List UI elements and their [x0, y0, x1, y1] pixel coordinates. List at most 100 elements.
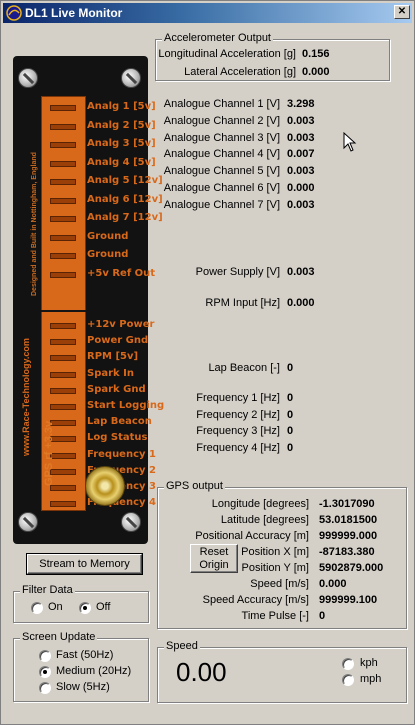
speed-legend: Speed — [164, 640, 200, 652]
analogue-channel-label: Analogue Channel 3 [V] — [163, 131, 280, 144]
update-slow-radio[interactable] — [39, 682, 51, 694]
gps-output-group: GPS output — [157, 480, 407, 629]
reset-origin-button[interactable]: Reset Origin — [190, 544, 238, 573]
accelerometer-legend: Accelerometer Output — [162, 32, 273, 44]
update-medium-label[interactable]: Medium (20Hz) — [56, 665, 132, 677]
positional-accuracy-label: Positional Accuracy [m] — [195, 530, 309, 542]
frequency-value: 0 — [287, 441, 294, 454]
latitude-label: Latitude [degrees] — [220, 514, 309, 526]
connector-pin — [50, 179, 76, 185]
screen-update-group: Screen Update — [13, 631, 149, 702]
power-supply-value: 0.003 — [287, 266, 315, 278]
frequency-value: 0 — [287, 392, 294, 404]
position-y-label: Position Y [m] — [241, 562, 309, 574]
screw-icon — [121, 68, 141, 88]
speed-ms-value: 0.000 — [319, 578, 347, 590]
connector-pin — [50, 271, 76, 278]
screen-update-legend: Screen Update — [20, 631, 98, 643]
time-pulse-label: Time Pulse [-] — [241, 610, 309, 622]
connector-pin — [50, 387, 76, 394]
pin-label: Frequency 1 — [87, 448, 156, 460]
connector-pin — [50, 371, 76, 378]
filter-on-radio[interactable] — [31, 602, 43, 614]
speed-accuracy-value: 999999.100 — [319, 594, 378, 606]
analogue-channel-value: 3.298 — [287, 98, 315, 110]
longitudinal-value: 0.156 — [302, 48, 330, 60]
analogue-channel-value: 0.003 — [287, 131, 315, 144]
power-supply-label: Power Supply [V] — [195, 266, 280, 278]
analogue-channel-value: 0.000 — [287, 182, 315, 194]
pin-label: Log Status — [87, 432, 148, 444]
connector-divider — [41, 310, 86, 312]
dl1-board-image: Analg 1 [5v]Analg 2 [5v]Analg 3 [5v]Anal… — [13, 56, 164, 544]
screw-icon — [18, 68, 38, 88]
analogue-channel-label: Analogue Channel 4 [V] — [163, 148, 280, 161]
pin-label: Ground — [87, 230, 129, 242]
stream-to-memory-button[interactable]: Stream to Memory — [26, 553, 143, 575]
filter-data-group: Filter Data — [13, 584, 149, 623]
longitude-value: -1.3017090 — [319, 498, 375, 510]
connector-pin — [50, 501, 76, 508]
connector-pin — [50, 485, 76, 491]
pin-label: Frequency 2 — [87, 464, 156, 476]
lateral-value: 0.000 — [302, 66, 330, 78]
board-website-text: www.Race-Technology.com — [21, 338, 31, 456]
pin-label: Analg 2 [5v] — [87, 119, 156, 131]
speed-kph-label[interactable]: kph — [360, 657, 378, 669]
close-button[interactable]: ✕ — [394, 5, 410, 19]
pin-label: RPM [5v] — [87, 351, 139, 363]
update-medium-radio[interactable] — [39, 666, 51, 678]
connector-pin — [50, 452, 76, 459]
filter-off-radio[interactable] — [79, 602, 91, 614]
analogue-channel-label: Analogue Channel 2 [V] — [163, 114, 280, 127]
pin-label: Spark In — [87, 367, 135, 379]
position-x-value: -87183.380 — [319, 546, 375, 558]
pin-label: Start Logging — [87, 400, 165, 411]
frequency-label: Frequency 3 [Hz] — [196, 425, 280, 437]
mouse-cursor-icon — [343, 132, 357, 152]
pin-label: Frequency 4 — [87, 497, 156, 509]
latitude-value: 53.0181500 — [319, 514, 378, 526]
analogue-channel-label: Analogue Channel 7 [V] — [163, 198, 280, 211]
pin-label: Lap Beacon — [87, 416, 152, 428]
positional-accuracy-value: 999999.000 — [319, 530, 378, 542]
pin-label: Ground — [87, 249, 129, 260]
pin-label: Analg 6 [12v] — [87, 193, 163, 205]
speed-mph-radio[interactable] — [342, 674, 354, 686]
filter-off-label[interactable]: Off — [96, 601, 111, 613]
board-origin-text: Designed and Built in Nottingham, Englan… — [31, 152, 38, 296]
lap-beacon-value: 0 — [287, 362, 294, 374]
longitudinal-label: Longitudinal Acceleration [g] — [158, 48, 296, 60]
analogue-channel-label: Analogue Channel 6 [V] — [163, 182, 280, 194]
filter-on-label[interactable]: On — [48, 601, 63, 613]
update-fast-label[interactable]: Fast (50Hz) — [56, 649, 114, 661]
connector-pin — [50, 123, 76, 130]
connector-pin — [50, 197, 76, 204]
accelerometer-group: Accelerometer Output — [155, 32, 390, 81]
gps-rf-label: GPS rf +3.3v — [43, 420, 55, 486]
pin-label: Analg 4 [5v] — [87, 156, 156, 168]
window-title: DL1 Live Monitor — [25, 6, 123, 20]
update-fast-radio[interactable] — [39, 650, 51, 662]
lateral-label: Lateral Acceleration [g] — [184, 66, 296, 78]
screw-icon — [18, 512, 38, 532]
filter-data-legend: Filter Data — [20, 584, 75, 596]
frequency-value: 0 — [287, 425, 294, 437]
pin-label: Spark Gnd — [87, 383, 146, 395]
connector-pin — [50, 420, 76, 427]
speed-mph-label[interactable]: mph — [360, 673, 382, 685]
analogue-channel-value: 0.003 — [287, 198, 315, 211]
position-x-label: Position X [m] — [241, 546, 309, 558]
analogue-channel-value: 0.007 — [287, 148, 315, 161]
pin-label: Analg 1 [5v] — [87, 101, 156, 112]
speed-kph-radio[interactable] — [342, 658, 354, 670]
pin-label: Analg 7 [12v] — [87, 212, 163, 223]
title-bar[interactable]: DL1 Live Monitor ✕ — [3, 3, 412, 23]
update-slow-label[interactable]: Slow (5Hz) — [56, 681, 110, 693]
pin-label: +12v Power — [87, 319, 155, 330]
analogue-channel-value: 0.003 — [287, 114, 315, 127]
frequency-label: Frequency 2 [Hz] — [196, 408, 280, 421]
connector-pin — [50, 404, 76, 410]
gps-antenna-connector-icon — [85, 466, 125, 506]
speed-group: Speed — [157, 640, 407, 703]
